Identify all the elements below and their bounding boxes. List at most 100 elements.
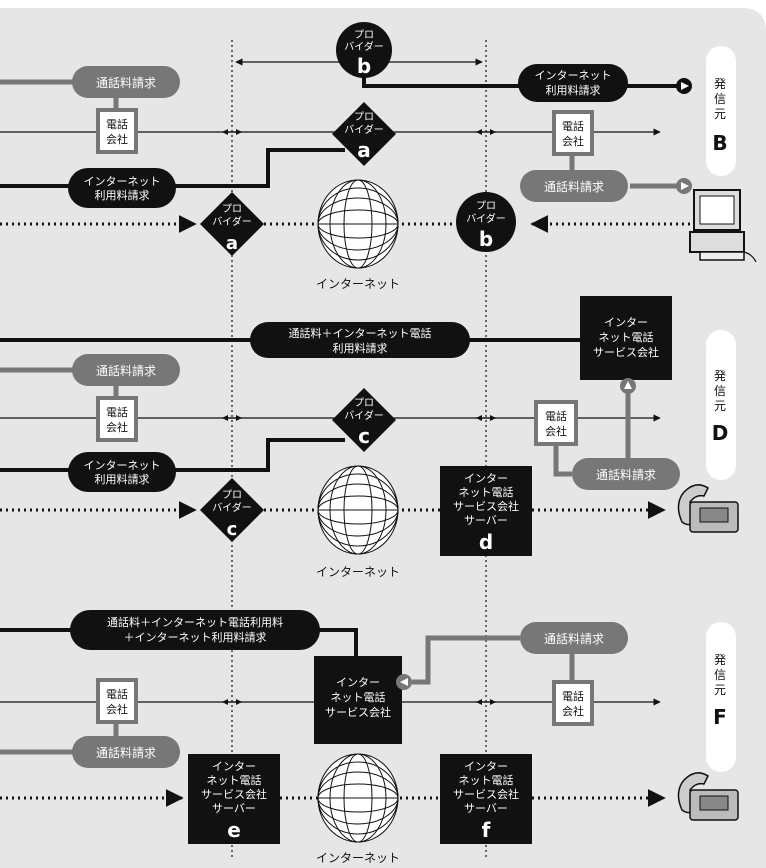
svg-text:利用料請求: 利用料請求 bbox=[333, 341, 388, 355]
phone-company-box: 電話 会社 bbox=[96, 108, 138, 154]
triangle-circle-marker bbox=[676, 78, 692, 194]
svg-text:インター: インター bbox=[464, 760, 508, 773]
svg-text:＋インターネット利用料請求: ＋インターネット利用料請求 bbox=[124, 630, 267, 644]
netphone-server-d: インター ネット電話 サービス会社 サーバー d bbox=[440, 466, 532, 556]
internet-label: インターネット bbox=[316, 851, 400, 865]
provider-c-left: プロ バイダー c bbox=[200, 478, 264, 542]
svg-text:通話料請求: 通話料請求 bbox=[96, 363, 156, 378]
svg-text:元: 元 bbox=[714, 399, 726, 413]
section-b: 通話料請求 電話 会社 インターネット 利用料請求 プロ バイダー b プロ バ… bbox=[0, 22, 757, 291]
svg-text:会社: 会社 bbox=[545, 424, 567, 438]
svg-text:電話: 電話 bbox=[562, 119, 584, 133]
provider-c-mid: プロ バイダー c bbox=[332, 388, 396, 452]
svg-text:通話料請求: 通話料請求 bbox=[96, 75, 156, 90]
svg-text:ネット電話: ネット電話 bbox=[207, 773, 262, 787]
internet-globe-icon bbox=[317, 465, 399, 555]
sender-panel-d: 発 信 元 D bbox=[706, 330, 736, 480]
svg-text:D: D bbox=[712, 421, 729, 445]
svg-text:f: f bbox=[482, 818, 491, 842]
svg-text:発: 発 bbox=[714, 653, 726, 667]
phone-company-box-right: 電話 会社 bbox=[534, 400, 578, 446]
computer-icon bbox=[689, 189, 757, 263]
svg-text:通話料請求: 通話料請求 bbox=[544, 179, 604, 194]
svg-text:会社: 会社 bbox=[562, 134, 584, 148]
netphone-company-box: インター ネット電話 サービス会社 bbox=[580, 296, 672, 380]
provider-b-top: プロ バイダー b bbox=[336, 22, 392, 78]
svg-text:インター: インター bbox=[464, 472, 508, 485]
svg-text:利用料請求: 利用料請求 bbox=[95, 188, 150, 202]
svg-text:信: 信 bbox=[714, 92, 726, 106]
internet-fee-billing-pill: インターネット 利用料請求 bbox=[68, 168, 176, 208]
svg-text:サービス会社: サービス会社 bbox=[453, 499, 519, 513]
svg-text:c: c bbox=[358, 424, 370, 448]
billing-call-pill-right: 通話料請求 bbox=[520, 622, 628, 654]
svg-text:c: c bbox=[227, 519, 238, 540]
sender-panel-b: 発 信 元 B bbox=[706, 46, 736, 176]
provider-a-left: プロ バイダー a bbox=[200, 192, 264, 256]
svg-text:B: B bbox=[712, 131, 727, 155]
netphone-server-e: インター ネット電話 サービス会社 サーバー e bbox=[188, 754, 280, 844]
svg-text:プロ: プロ bbox=[354, 111, 374, 123]
svg-text:サーバー: サーバー bbox=[212, 802, 256, 815]
internet-label: インターネット bbox=[316, 565, 400, 579]
billing-call-pill-right: 通話料請求 bbox=[520, 170, 628, 202]
svg-text:サービス会社: サービス会社 bbox=[453, 787, 519, 801]
billing-call-pill: 通話料請求 bbox=[72, 354, 180, 386]
svg-text:会社: 会社 bbox=[106, 132, 128, 146]
svg-text:a: a bbox=[357, 138, 371, 162]
telephone-icon bbox=[677, 772, 739, 821]
provider-b-right: プロ バイダー b bbox=[456, 192, 516, 252]
svg-text:利用料請求: 利用料請求 bbox=[546, 83, 601, 97]
telephone-icon bbox=[677, 484, 739, 533]
billing-call-pill: 通話料請求 bbox=[72, 66, 180, 98]
svg-text:インター: インター bbox=[212, 760, 256, 773]
sender-panel-f: 発 信 元 F bbox=[706, 622, 736, 772]
combined-billing-pill: 通話料＋インターネット電話利用料 ＋インターネット利用料請求 bbox=[70, 610, 320, 650]
svg-text:バイダー: バイダー bbox=[212, 501, 252, 514]
svg-text:信: 信 bbox=[714, 384, 726, 398]
svg-text:サービス会社: サービス会社 bbox=[201, 787, 267, 801]
svg-text:プロ: プロ bbox=[222, 489, 242, 501]
svg-text:プロ: プロ bbox=[354, 397, 374, 409]
internet-fee-billing-pill: インターネット 利用料請求 bbox=[68, 452, 176, 492]
svg-text:電話: 電話 bbox=[562, 689, 584, 703]
netphone-server-f: インター ネット電話 サービス会社 サーバー f bbox=[440, 754, 532, 844]
internet-globe-icon bbox=[317, 179, 399, 269]
svg-text:プロ: プロ bbox=[222, 203, 242, 215]
svg-text:発: 発 bbox=[714, 369, 726, 383]
svg-text:ネット電話: ネット電話 bbox=[459, 773, 514, 787]
billing-call-pill-right: 通話料請求 bbox=[572, 458, 680, 490]
phone-company-box: 電話 会社 bbox=[96, 396, 138, 442]
svg-text:サーバー: サーバー bbox=[464, 802, 508, 815]
svg-text:通話料＋インターネット電話利用料: 通話料＋インターネット電話利用料 bbox=[107, 615, 283, 629]
svg-text:バイダー: バイダー bbox=[344, 40, 384, 53]
svg-text:d: d bbox=[479, 530, 493, 554]
left-triangle-marker bbox=[396, 674, 412, 690]
combined-billing-pill: 通話料＋インターネット電話 利用料請求 bbox=[250, 322, 470, 358]
phone-company-box-right: 電話 会社 bbox=[552, 680, 594, 726]
svg-text:電話: 電話 bbox=[106, 405, 128, 419]
svg-text:元: 元 bbox=[714, 683, 726, 697]
netphone-company-box: インター ネット電話 サービス会社 bbox=[314, 656, 402, 744]
svg-text:サーバー: サーバー bbox=[464, 514, 508, 527]
phone-company-box: 電話 会社 bbox=[96, 678, 138, 724]
internet-globe-icon bbox=[317, 753, 399, 843]
svg-text:電話: 電話 bbox=[545, 409, 567, 423]
svg-text:バイダー: バイダー bbox=[466, 212, 506, 225]
svg-text:サービス会社: サービス会社 bbox=[593, 345, 659, 359]
svg-text:電話: 電話 bbox=[106, 687, 128, 701]
section-f: 通話料＋インターネット電話利用料 ＋インターネット利用料請求 インター ネット電… bbox=[0, 610, 739, 865]
svg-text:ネット電話: ネット電話 bbox=[459, 485, 514, 499]
svg-text:バイダー: バイダー bbox=[212, 215, 252, 228]
phone-company-box-right: 電話 会社 bbox=[552, 110, 594, 156]
svg-text:会社: 会社 bbox=[562, 704, 584, 718]
internet-fee-billing-pill-right: インターネット 利用料請求 bbox=[518, 64, 628, 102]
svg-text:ネット電話: ネット電話 bbox=[599, 330, 654, 344]
svg-text:バイダー: バイダー bbox=[344, 123, 384, 136]
svg-text:通話料請求: 通話料請求 bbox=[596, 467, 656, 482]
up-triangle-marker bbox=[620, 378, 636, 394]
svg-text:通話料＋インターネット電話: 通話料＋インターネット電話 bbox=[289, 326, 432, 340]
svg-text:インターネット: インターネット bbox=[84, 459, 161, 472]
svg-text:バイダー: バイダー bbox=[344, 409, 384, 422]
svg-text:通話料請求: 通話料請求 bbox=[96, 745, 156, 760]
